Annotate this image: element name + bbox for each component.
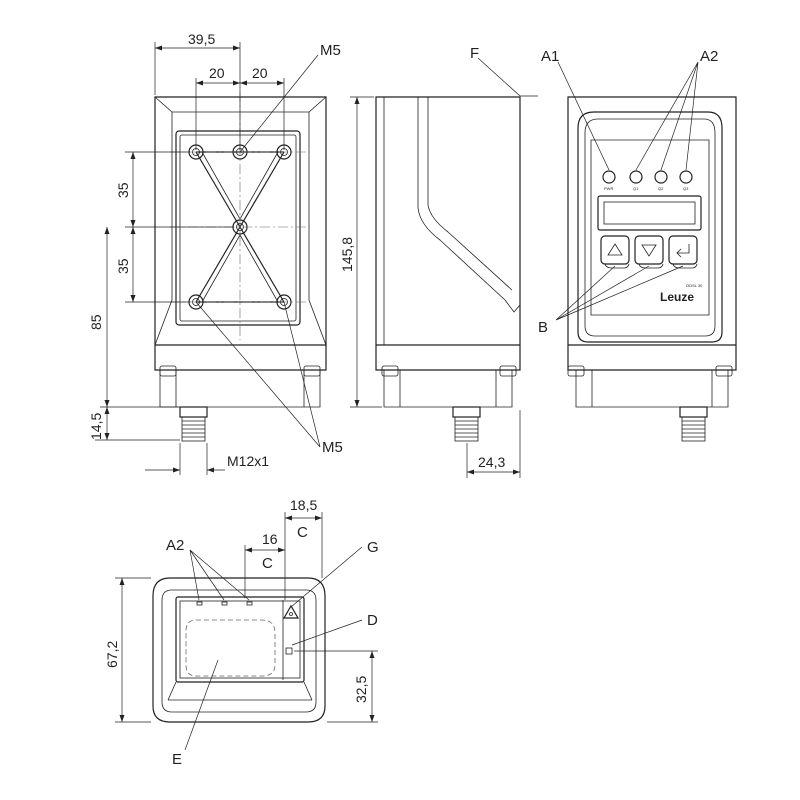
led-indicator-icon [196, 601, 203, 606]
arrow-down-icon [641, 244, 657, 257]
dim-pitch-right: 20 [252, 65, 268, 81]
optics-view [152, 577, 326, 723]
dim-width-total: 39,5 [188, 31, 215, 47]
led-label-q2: Q2 [658, 186, 664, 191]
dim-height-85: 85 [88, 314, 104, 330]
led-q1-icon [629, 170, 643, 184]
label-m5-top: M5 [320, 42, 341, 59]
led-q2-icon [654, 170, 668, 184]
enter-icon [676, 244, 690, 258]
led-pwr-icon [602, 170, 616, 184]
led-label-q1: Q1 [633, 186, 639, 191]
label-m5-bottom: M5 [322, 439, 343, 456]
dim-connector-offset: 24,3 [478, 454, 505, 470]
model-tag: ODSL 30 [686, 283, 703, 288]
led-label-pwr: PWR [604, 186, 613, 191]
display-window [597, 195, 702, 231]
laser-warning-icon [282, 604, 300, 619]
rear-view [154, 92, 327, 442]
led-q3-icon [679, 170, 693, 184]
dim-thread: M12x1 [227, 453, 269, 469]
dim-offset-c: 18,5 [290, 497, 317, 513]
dim-pitch-left: 20 [209, 65, 225, 81]
dim-height-total: 145,8 [339, 237, 355, 272]
dim-bottom-height: 67,2 [104, 641, 120, 668]
label-a1: A1 [541, 48, 559, 65]
led-label-q3: Q3 [683, 186, 689, 191]
label-c-lower: C [262, 555, 273, 572]
label-g: G [367, 539, 379, 556]
led-indicator-icon [221, 601, 228, 606]
arrow-up-icon [607, 243, 623, 256]
side-view [375, 96, 521, 442]
key-enter-button[interactable] [668, 235, 698, 265]
label-e: E [172, 751, 182, 768]
label-a2-top: A2 [700, 48, 718, 65]
optics-view-dimensions: 67,2 32,5 18,5 C 16 C A2 G D E [104, 497, 379, 768]
display-screen [603, 201, 696, 225]
front-view: PWR Q1 Q2 Q3 ODSL 30 Leuze [567, 96, 737, 442]
label-b: B [538, 319, 548, 336]
dim-connector-height: 14,5 [88, 413, 104, 440]
key-up-button[interactable] [600, 235, 630, 265]
led-indicator-icon [246, 601, 253, 606]
front-view-labels: A1 A2 B [538, 48, 718, 336]
dim-vertical-upper: 35 [115, 182, 131, 198]
brand-logo: Leuze [660, 290, 694, 304]
label-d: D [367, 612, 378, 629]
key-down-button[interactable] [634, 235, 664, 265]
side-view-dimensions: 145,8 24,3 F [339, 45, 538, 478]
rear-view-dimensions: 39,5 20 20 35 35 85 14,5 M12x1 M5 M5 [88, 31, 343, 475]
label-a2-bottom: A2 [166, 537, 184, 554]
label-f: F [470, 45, 479, 62]
dim-bottom-mid: 32,5 [353, 676, 369, 703]
dim-offset-16: 16 [262, 531, 278, 547]
label-c-upper: C [297, 524, 308, 541]
dim-vertical-lower: 35 [115, 258, 131, 274]
